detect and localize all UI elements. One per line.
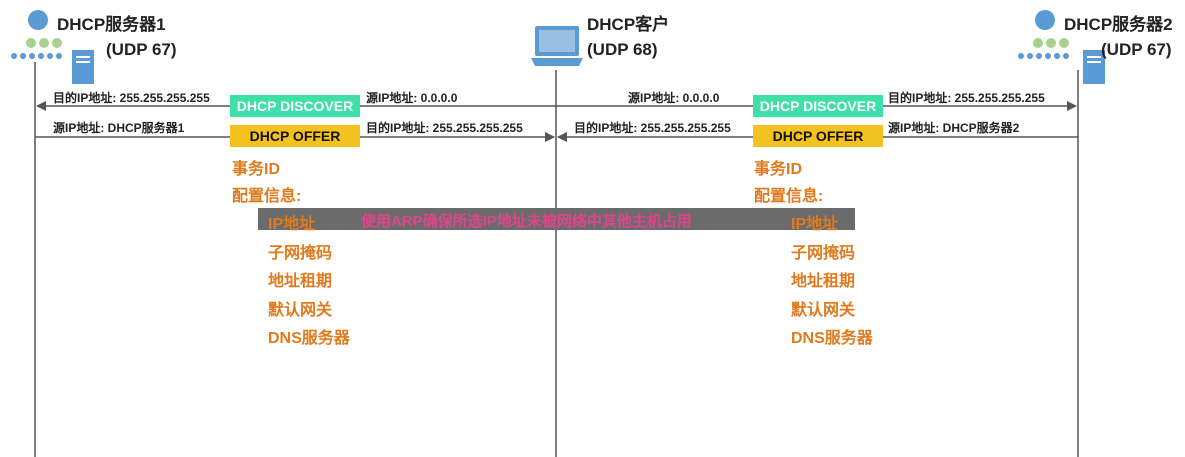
right-discover-src-label: 源IP地址: 0.0.0.0 [628, 91, 720, 105]
server2-port: (UDP 67) [1101, 40, 1172, 59]
right-config-lease: 地址租期 [791, 273, 856, 290]
left-offer-dst-label: 目的IP地址: 255.255.255.255 [366, 121, 523, 135]
left-config-subnet: 子网掩码 [268, 245, 333, 262]
right-config-ip: IP地址 [791, 216, 839, 233]
client-title: DHCP客户 [587, 15, 670, 34]
right-config-dns: DNS服务器 [791, 330, 873, 347]
left-transaction-id: 事务ID [232, 161, 281, 178]
right-config-subnet: 子网掩码 [791, 245, 856, 262]
discover-message-left: DHCP DISCOVER [230, 95, 360, 117]
server2-title: DHCP服务器2 [1064, 15, 1173, 34]
right-offer-dst-label: 目的IP地址: 255.255.255.255 [574, 121, 731, 135]
server1-port: (UDP 67) [106, 40, 177, 59]
laptop-icon [531, 26, 583, 66]
server-icon [11, 10, 94, 84]
left-offer-src-label: 源IP地址: DHCP服务器1 [53, 121, 185, 135]
client-port: (UDP 68) [587, 40, 658, 59]
left-discover-dst-label: 目的IP地址: 255.255.255.255 [53, 91, 210, 105]
left-config-ip: IP地址 [268, 216, 316, 233]
right-config-gateway: 默认网关 [791, 302, 856, 319]
left-config-gateway: 默认网关 [268, 302, 333, 319]
left-config-dns: DNS服务器 [268, 330, 350, 347]
left-config-info: 配置信息: [232, 188, 302, 205]
right-discover-dst-label: 目的IP地址: 255.255.255.255 [888, 91, 1045, 105]
arp-note: 使用ARP确保所选IP地址未被网络中其他主机占用 [361, 213, 692, 230]
server1-title: DHCP服务器1 [57, 15, 166, 34]
left-config-lease: 地址租期 [268, 273, 333, 290]
right-config-info: 配置信息: [754, 188, 824, 205]
arp-highlight-bar [258, 208, 855, 230]
right-offer-src-label: 源IP地址: DHCP服务器2 [888, 121, 1020, 135]
left-discover-src-label: 源IP地址: 0.0.0.0 [366, 91, 458, 105]
offer-message-left: DHCP OFFER [230, 125, 360, 147]
discover-message-right: DHCP DISCOVER [753, 95, 883, 117]
server-icon [1018, 10, 1105, 84]
offer-message-right: DHCP OFFER [753, 125, 883, 147]
right-transaction-id: 事务ID [754, 161, 803, 178]
